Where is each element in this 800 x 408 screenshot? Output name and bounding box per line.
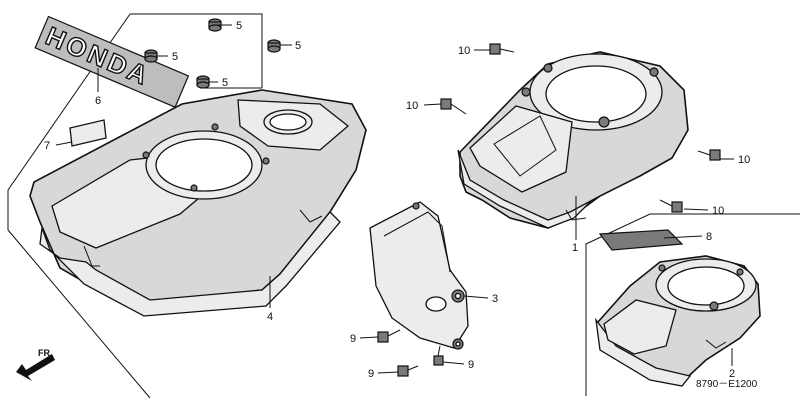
callout-2: 2 xyxy=(729,368,735,380)
label-part-7 xyxy=(69,119,107,147)
front-direction-marker: FR. xyxy=(16,348,55,381)
callout-9: 9 xyxy=(350,333,356,345)
front-marker-label: FR. xyxy=(38,348,53,358)
diagram-code: 8790－E1200 xyxy=(696,379,758,390)
callout-6: 6 xyxy=(95,95,101,107)
leader-lines xyxy=(55,24,734,374)
callout-5: 5 xyxy=(222,77,228,89)
bolt-part-10-c xyxy=(697,149,721,161)
callout-9: 9 xyxy=(468,359,474,371)
callout-8: 8 xyxy=(706,231,712,243)
callout-10: 10 xyxy=(738,154,750,166)
bolt-part-10-d xyxy=(659,199,683,213)
fan-cover-part-1 xyxy=(457,51,689,229)
nut-part-5-d xyxy=(196,75,210,89)
arrow-icon xyxy=(16,354,55,381)
honda-emblem: HONDA xyxy=(34,15,190,108)
fan-cover-part-2 xyxy=(595,255,761,387)
callout-labels: 5 5 5 5 6 7 4 1 2 3 8 10 10 10 10 9 9 9 xyxy=(44,20,750,380)
callout-10: 10 xyxy=(458,45,470,57)
callout-9: 9 xyxy=(368,368,374,380)
plate-part-3 xyxy=(369,201,469,350)
callout-4: 4 xyxy=(267,311,273,323)
label-part-8 xyxy=(598,229,684,251)
callout-7: 7 xyxy=(44,140,50,152)
bolt-part-9-a xyxy=(377,329,401,343)
engine-shroud-part-4 xyxy=(29,89,367,317)
callout-5: 5 xyxy=(172,51,178,63)
group-frame-right xyxy=(585,213,800,396)
bolt-part-9-c xyxy=(433,345,444,366)
bolt-part-9-b xyxy=(397,365,419,377)
callout-3: 3 xyxy=(492,293,498,305)
callout-5: 5 xyxy=(236,20,242,32)
callout-1: 1 xyxy=(572,242,578,254)
nut-part-5-c xyxy=(144,49,158,63)
callout-10: 10 xyxy=(712,205,724,217)
nut-part-5-b xyxy=(267,39,281,53)
callout-10: 10 xyxy=(406,100,418,112)
callout-5: 5 xyxy=(295,40,301,52)
bolt-part-10-a xyxy=(489,43,515,55)
bolt-part-10-b xyxy=(440,98,467,115)
